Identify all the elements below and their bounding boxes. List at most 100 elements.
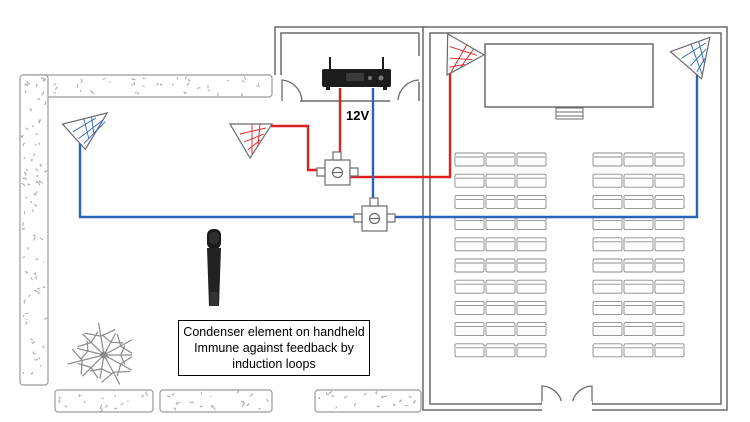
- hedge-leaf: [236, 389, 240, 394]
- hedge-leaf: [22, 142, 26, 147]
- hedge-leaf: [79, 89, 82, 93]
- hedge-leaf: [25, 168, 29, 172]
- hedge-leaf: [90, 89, 95, 95]
- hedge-leaf: [175, 401, 179, 406]
- seat: [454, 216, 485, 231]
- hedge-leaf: [42, 91, 45, 94]
- tree-twig: [84, 332, 101, 337]
- hedge-leaf: [27, 183, 31, 187]
- hedge-leaf: [256, 85, 261, 87]
- directional-antenna-icon: [446, 32, 486, 77]
- hedge-leaf: [34, 358, 39, 361]
- hedge-leaf: [76, 84, 79, 88]
- room-door-left: [281, 79, 303, 102]
- hedge-leaf: [23, 211, 26, 215]
- seat: [592, 216, 623, 231]
- hedge-leaf: [30, 371, 33, 375]
- hedge-leaf: [141, 394, 145, 398]
- note-line-2: Immune against feedback by: [194, 341, 354, 355]
- hedge-leaf: [136, 92, 140, 94]
- tree-twig: [101, 368, 113, 375]
- hedge-leaf: [33, 203, 38, 207]
- hedge-leaf: [27, 247, 30, 250]
- power-voltage-label: 12V: [346, 108, 370, 123]
- hedge-leaf: [376, 405, 381, 408]
- hedge-leaf: [375, 391, 378, 395]
- blue-cable-left: [78, 142, 358, 219]
- hedge-leaf: [58, 399, 61, 404]
- hedge-leaf: [22, 221, 24, 227]
- hedge-leaf: [40, 77, 45, 80]
- hedge-leaf: [22, 371, 25, 375]
- seat: [485, 152, 516, 167]
- seat: [654, 258, 685, 273]
- hedge-leaf: [245, 403, 250, 406]
- hedge-leaf: [159, 83, 163, 87]
- wireless-receiver-icon: [322, 57, 391, 90]
- hedge-leaf: [42, 345, 45, 349]
- hedge-leaf: [145, 391, 149, 397]
- hedge-leaf: [44, 317, 48, 321]
- hedge-leaf: [37, 98, 41, 101]
- tree-twig: [120, 345, 133, 354]
- seat: [485, 237, 516, 252]
- seat: [454, 258, 485, 273]
- hedge-leaf: [173, 407, 177, 411]
- hedge-leaf: [398, 398, 402, 403]
- hedge-leaf: [100, 404, 103, 409]
- seat: [623, 237, 654, 252]
- hedge-leaf: [258, 82, 260, 85]
- tree-twig: [120, 345, 126, 356]
- seat: [485, 343, 516, 358]
- seat: [623, 279, 654, 294]
- hedge-leaf: [207, 84, 209, 89]
- seat: [623, 343, 654, 358]
- hedge-leaf: [34, 276, 38, 280]
- hedge-leaf: [83, 400, 86, 404]
- hedge-leaf: [183, 91, 187, 95]
- tree-twig: [116, 363, 122, 377]
- hedge-leaf: [35, 180, 39, 183]
- hedge-leaf: [40, 364, 42, 367]
- hedge-leaf: [32, 237, 36, 241]
- tree-twig: [80, 360, 83, 375]
- seat: [454, 300, 485, 315]
- hedge-leaf: [363, 392, 367, 396]
- hedge-leaf: [240, 400, 245, 405]
- hedge-leaf: [38, 142, 41, 145]
- hedge-leaf: [244, 76, 246, 80]
- hedge-leaf: [412, 400, 417, 404]
- hedge-leaf: [31, 209, 34, 213]
- seat: [592, 279, 623, 294]
- seat: [485, 322, 516, 337]
- tree-branch: [81, 333, 105, 356]
- seat: [485, 279, 516, 294]
- seat: [516, 300, 547, 315]
- hedge-leaf: [187, 78, 191, 82]
- tree-branch: [98, 322, 105, 356]
- hedge-leaf: [258, 407, 261, 410]
- seat: [623, 258, 654, 273]
- hedge-leaf: [241, 80, 245, 83]
- hedge-top: [21, 74, 273, 98]
- antenna-splitter-icon: [316, 151, 359, 186]
- hedge-leaf: [24, 83, 27, 86]
- tree-twig: [120, 356, 133, 365]
- seat: [516, 152, 547, 167]
- hedge-leaf: [166, 395, 171, 397]
- seat: [623, 322, 654, 337]
- hedge-leaf: [24, 90, 27, 94]
- hedge-texture: [20, 76, 417, 413]
- tree-branch: [99, 354, 105, 379]
- tree-branch: [76, 347, 105, 356]
- hedge-leaf: [32, 125, 34, 128]
- tree-twig: [110, 341, 124, 344]
- rf-cables-blue: [78, 72, 699, 219]
- hedge-leaf: [217, 92, 219, 97]
- blue-cable-right: [388, 72, 699, 219]
- seat: [454, 237, 485, 252]
- garden-hedge: [19, 74, 422, 413]
- tree-twig: [120, 354, 126, 365]
- antenna-splitter-icon: [353, 197, 396, 232]
